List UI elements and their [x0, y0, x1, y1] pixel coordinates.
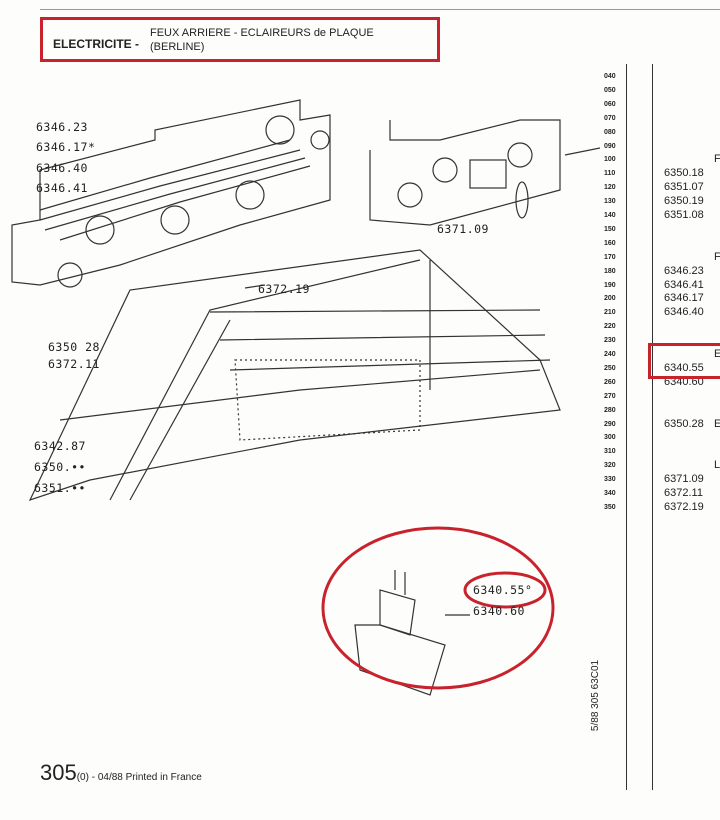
row-index: 190	[604, 281, 616, 289]
section-heading: F	[714, 250, 720, 263]
row-index: 330	[604, 476, 616, 484]
row-index: 340	[604, 490, 616, 497]
callout: 6372.11	[48, 357, 100, 371]
row-index: 060	[604, 100, 616, 108]
section-heading: L	[714, 459, 720, 472]
page-footer: 305(0) - 04/88 Printed in France	[40, 760, 202, 786]
highlight-ellipse-small	[463, 571, 547, 609]
callout: 6350.••	[34, 460, 86, 474]
highlight-ellipse	[321, 526, 555, 690]
page-number: 305	[40, 760, 77, 785]
header-section: ELECTRICITE -	[53, 37, 139, 51]
row-index: 050	[604, 86, 616, 94]
callout: 6340.60	[473, 604, 525, 618]
callout: 6351.••	[34, 481, 86, 495]
row-index: 170	[604, 253, 616, 261]
row-index: 250	[604, 364, 616, 372]
part-number: 6371.09	[664, 473, 704, 486]
lamp-lens	[28, 249, 561, 502]
row-index: 140	[604, 212, 616, 219]
exploded-diagram	[11, 99, 600, 696]
callout: 6371.09	[437, 222, 489, 236]
part-number: 6351.07	[664, 181, 704, 194]
row-index: 090	[604, 142, 616, 150]
row-index: 110	[604, 170, 616, 178]
row-index: 260	[604, 378, 616, 386]
row-index: 290	[604, 420, 616, 428]
part-number: 6351.08	[664, 209, 704, 221]
row-index: 270	[604, 392, 616, 400]
part-number: 6346.41	[664, 278, 704, 291]
part-number: 6340.55	[664, 361, 704, 374]
row-index: 040	[604, 73, 616, 80]
row-index: 220	[604, 323, 616, 331]
row-index: 130	[604, 198, 616, 206]
callout: 6346.17*	[36, 140, 96, 154]
highlight-box	[648, 343, 720, 379]
part-number: 6372.19	[664, 500, 704, 513]
row-index: 240	[604, 351, 616, 358]
row-index: 280	[604, 406, 616, 414]
column-rule	[652, 64, 653, 790]
header-title-line1: FEUX ARRIERE - ECLAIREURS de PLAQUE	[150, 27, 374, 39]
callout: 6346.40	[36, 161, 88, 175]
row-index: 100	[604, 156, 616, 164]
row-index: 070	[604, 114, 616, 122]
page-header: ELECTRICITE - FEUX ARRIERE - ECLAIREURS …	[40, 17, 440, 62]
row-index: 210	[604, 309, 616, 317]
footer-text: (0) - 04/88 Printed in France	[76, 772, 202, 783]
part-number: 6350.18	[664, 167, 704, 180]
row-index: 080	[604, 128, 616, 136]
row-index: 230	[604, 337, 616, 345]
part-number: 6350.19	[664, 195, 704, 208]
leader-6372-19	[244, 284, 266, 289]
reference-code: 5/88 305 63C01	[590, 659, 602, 732]
callout: 6350 28	[48, 340, 100, 354]
top-rule	[40, 9, 720, 10]
section-heading: E	[714, 417, 720, 430]
callout: 6346.23	[36, 120, 88, 134]
circuit-board	[11, 99, 331, 288]
row-index: 310	[604, 448, 616, 456]
part-number: 6350.28	[664, 417, 704, 430]
part-number: 6346.23	[664, 264, 704, 277]
column-rule	[626, 64, 627, 790]
row-index: 350	[604, 503, 616, 511]
plate-lamp	[354, 570, 470, 696]
header-title-line2: (BERLINE)	[150, 41, 205, 53]
row-index: 150	[604, 225, 616, 233]
part-number: 6346.17	[664, 292, 704, 305]
callout: 6346.41	[36, 181, 88, 195]
section-heading: F	[714, 153, 720, 166]
bulb-holder-right	[369, 119, 600, 226]
callout: 6372.19	[258, 282, 310, 296]
callout-highlighted: 6340.55°	[473, 583, 533, 597]
part-number: 6346.40	[664, 306, 704, 319]
row-index: 320	[604, 462, 616, 470]
row-index: 160	[604, 239, 616, 247]
row-index: 120	[604, 184, 616, 192]
header-title: FEUX ARRIERE - ECLAIREURS de PLAQUE (BER…	[150, 26, 374, 54]
row-index: 180	[604, 267, 616, 275]
row-index: 200	[604, 295, 616, 303]
section-heading: E	[714, 348, 720, 360]
callout: 6342.87	[34, 439, 86, 453]
part-number: 6372.11	[664, 487, 703, 499]
row-index: 300	[604, 434, 616, 442]
